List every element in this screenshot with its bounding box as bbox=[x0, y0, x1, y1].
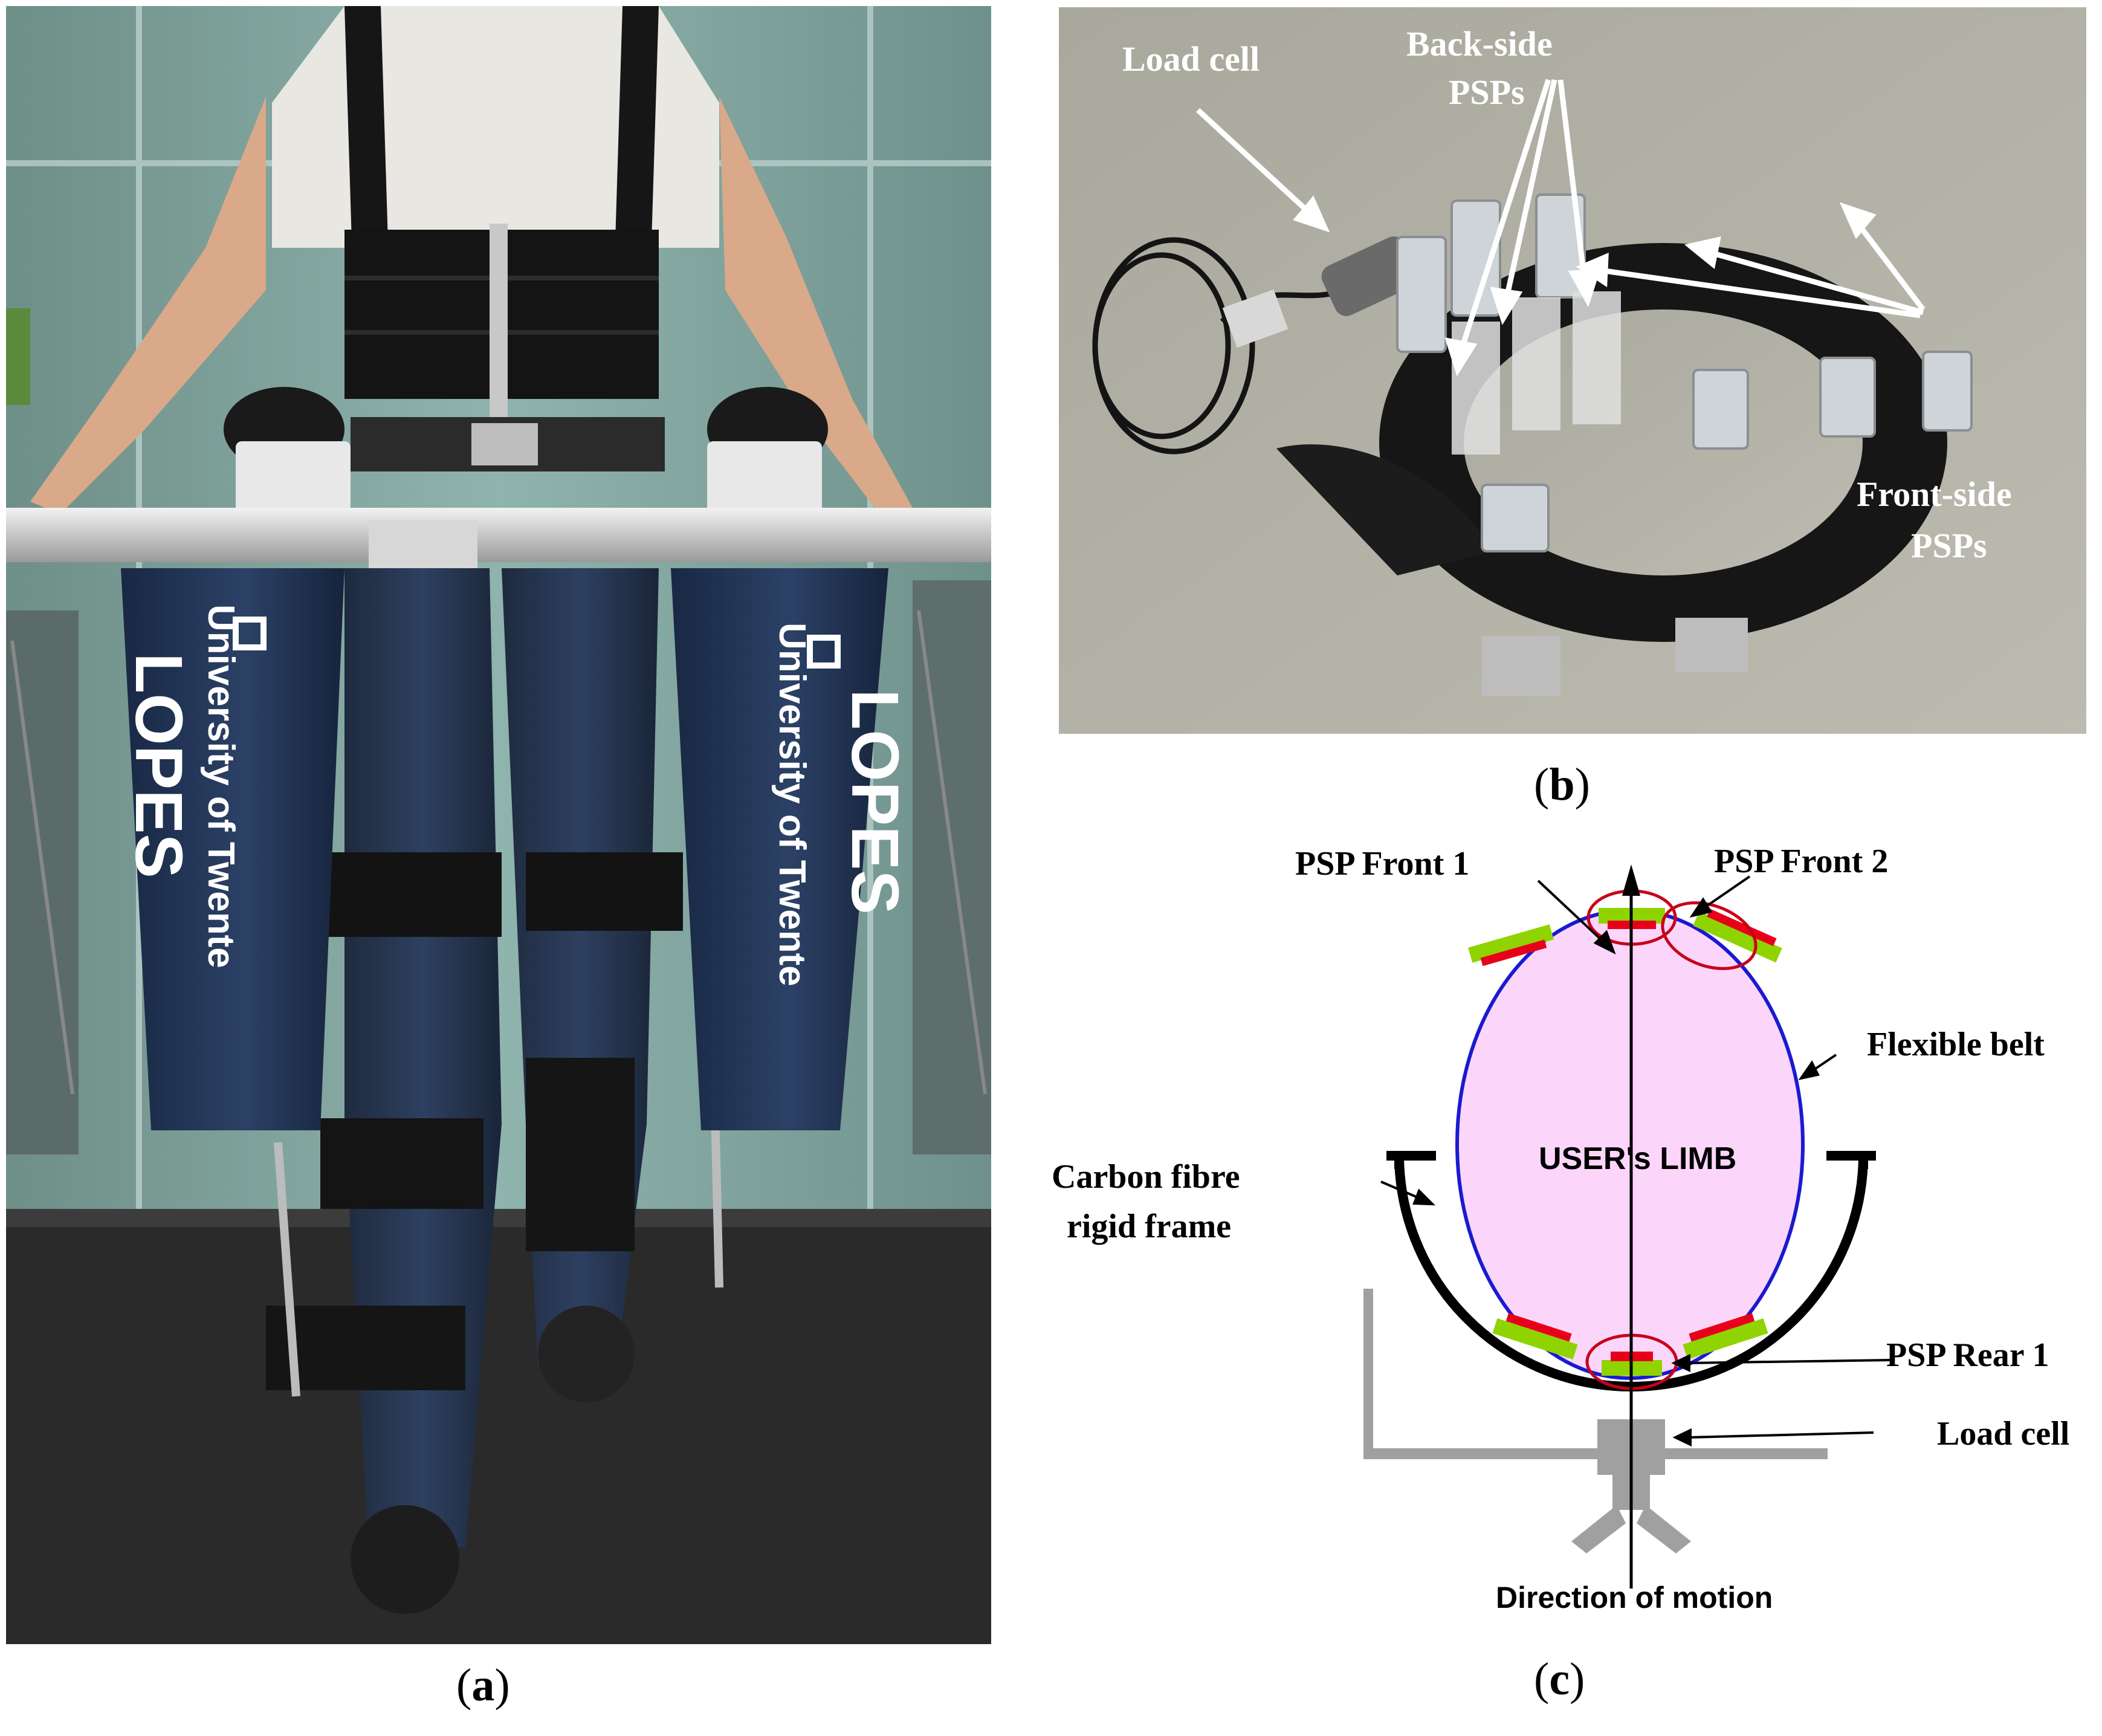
pad-text-left: University of Twente bbox=[200, 604, 242, 968]
pad-text-right: University of Twente bbox=[771, 623, 813, 986]
carbon-frame-left-tab bbox=[1386, 1151, 1436, 1161]
label-direction-of-motion: Direction of motion bbox=[1496, 1581, 1773, 1615]
psp-front-2-sensor bbox=[1693, 908, 1782, 963]
label-carbon-fibre: Carbon fibre bbox=[1052, 1158, 1240, 1196]
label-psp-rear-1: PSP Rear 1 bbox=[1886, 1336, 2049, 1374]
psp-rear-right-sensor bbox=[1683, 1313, 1768, 1359]
label-psp-front-2: PSP Front 2 bbox=[1714, 843, 1888, 880]
label-back-side-psps: PSPs bbox=[1449, 73, 1525, 112]
diagram-c: PSP Front 1 PSP Front 2 Flexible belt Ca… bbox=[1052, 843, 2069, 1615]
pad-device-left: LOPES bbox=[121, 653, 196, 878]
label-rigid-frame: rigid frame bbox=[1067, 1208, 1231, 1245]
direction-arrow-head bbox=[1622, 864, 1640, 896]
psp-front-2-circle bbox=[1661, 901, 1758, 970]
caption-a: (a) bbox=[456, 1660, 510, 1711]
label-front-side: Front-side bbox=[1857, 474, 2012, 514]
pad-device-right: LOPES bbox=[838, 689, 912, 915]
label-users-limb: USER's LIMB bbox=[1539, 1141, 1736, 1176]
caption-b: (b) bbox=[1534, 759, 1590, 810]
label-load-cell-b: Load cell bbox=[1122, 39, 1260, 79]
label-front-side-psps: PSPs bbox=[1911, 526, 1987, 565]
caption-c: (c) bbox=[1534, 1654, 1585, 1705]
university-logo-left bbox=[233, 617, 267, 650]
university-logo-right bbox=[807, 635, 841, 669]
psp-rear-left-sensor bbox=[1492, 1313, 1578, 1359]
psp-front-left-sensor bbox=[1468, 924, 1554, 967]
label-back-side: Back-side bbox=[1406, 24, 1553, 63]
photo-a: University of Twente LOPES University of… bbox=[6, 6, 991, 1644]
support-frame bbox=[1363, 1289, 1828, 1459]
carbon-frame-right-tab bbox=[1826, 1151, 1876, 1161]
label-psp-front-1: PSP Front 1 bbox=[1295, 845, 1469, 883]
photo-b: Load cell Back-side PSPs Front-side PSPs bbox=[1059, 7, 2086, 734]
label-load-cell-c: Load cell bbox=[1937, 1415, 2069, 1453]
label-flexible-belt: Flexible belt bbox=[1867, 1026, 2045, 1063]
